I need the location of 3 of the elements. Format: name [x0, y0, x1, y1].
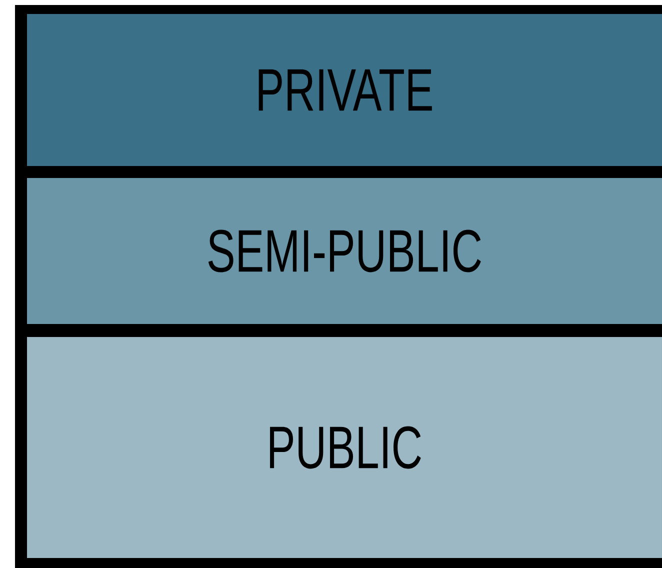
band: PUBLIC: [27, 336, 662, 558]
band: SEMI-PUBLIC: [27, 178, 662, 324]
band: PRIVATE: [27, 14, 662, 166]
